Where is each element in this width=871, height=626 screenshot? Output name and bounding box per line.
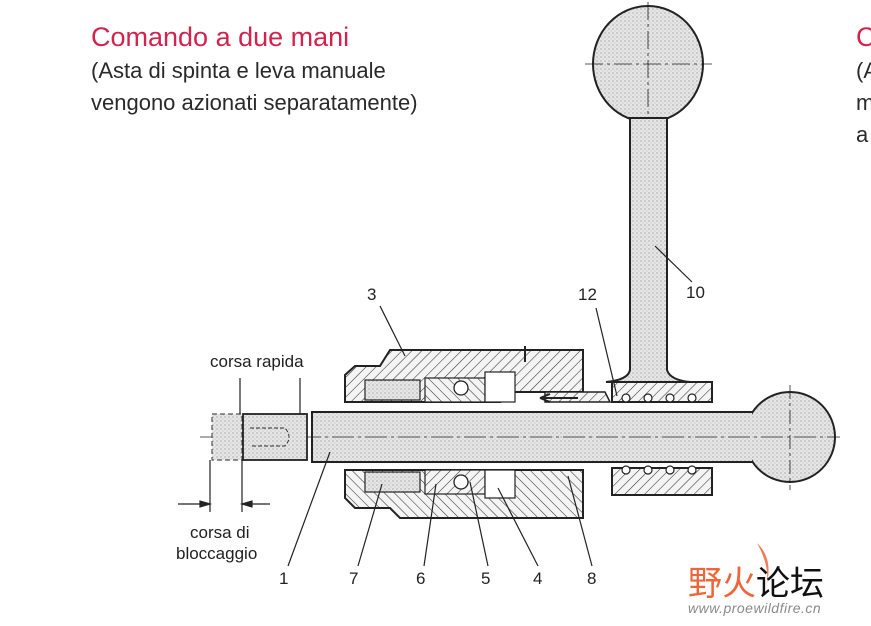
watermark-logo: 野火论坛 bbox=[688, 556, 824, 605]
part-number-8: 8 bbox=[587, 569, 596, 588]
part-number-12: 12 bbox=[578, 285, 597, 304]
cut-off-line-2: m bbox=[856, 90, 871, 115]
hand-lever bbox=[585, 2, 713, 496]
leader-lines bbox=[287, 245, 693, 567]
label-corsa-di: corsa di bbox=[190, 523, 250, 542]
watermark-name-part1: 野火 bbox=[688, 564, 756, 604]
part-number-3: 3 bbox=[367, 285, 376, 304]
part-number-1: 1 bbox=[279, 569, 288, 588]
push-rod bbox=[200, 385, 840, 490]
subtitle-line-2: vengono azionati separatamente) bbox=[91, 90, 418, 115]
label-corsa-rapida: corsa rapida bbox=[210, 352, 304, 371]
part-number-6: 6 bbox=[416, 569, 425, 588]
page-title: Comando a due mani bbox=[91, 22, 350, 52]
housing bbox=[344, 346, 612, 519]
cut-off-line-3: a bbox=[856, 122, 869, 147]
label-bloccaggio: bloccaggio bbox=[176, 544, 257, 563]
cut-off-line-1: (A bbox=[856, 58, 871, 83]
subtitle-line-1: (Asta di spinta e leva manuale bbox=[91, 58, 386, 83]
cut-off-title: C bbox=[856, 22, 871, 52]
watermark-name-part2: 论坛 bbox=[756, 564, 824, 604]
part-number-10: 10 bbox=[686, 283, 705, 302]
flame-icon bbox=[757, 543, 769, 590]
part-number-4: 4 bbox=[533, 569, 542, 588]
part-number-5: 5 bbox=[481, 569, 490, 588]
watermark-url: www.proewildfire.cn bbox=[688, 600, 822, 616]
dimension-lines bbox=[178, 378, 301, 512]
part-number-7: 7 bbox=[349, 569, 358, 588]
